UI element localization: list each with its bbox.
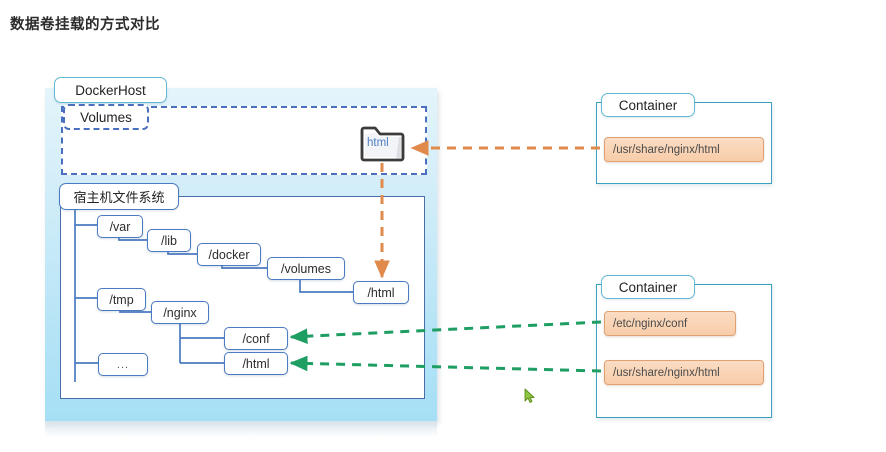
mouse-pointer-icon <box>524 388 536 404</box>
tree-node-docker[interactable]: /docker <box>197 243 261 266</box>
container-1-label: Container <box>601 93 695 117</box>
tree-node-tmp[interactable]: /tmp <box>97 288 146 311</box>
page-title: 数据卷挂载的方式对比 <box>10 17 160 33</box>
dockerhost-panel-shadow <box>45 421 437 437</box>
container-1-path-usr-share-nginx-html[interactable]: /usr/share/nginx/html <box>604 137 764 162</box>
container-2-path-usr-share-nginx-html[interactable]: /usr/share/nginx/html <box>604 360 764 385</box>
container-2-label: Container <box>601 275 695 299</box>
tree-node-conf[interactable]: /conf <box>224 327 288 350</box>
folder-icon: html <box>360 124 406 162</box>
tree-node-volumes[interactable]: /volumes <box>267 257 345 280</box>
tree-node-html-bind[interactable]: /html <box>224 352 288 375</box>
volumes-label: Volumes <box>63 104 149 130</box>
dockerhost-label: DockerHost <box>54 77 167 103</box>
tree-node-ellipsis[interactable]: ... <box>98 353 148 376</box>
tree-node-nginx[interactable]: /nginx <box>151 301 209 324</box>
container-2-path-etc-nginx-conf[interactable]: /etc/nginx/conf <box>604 311 736 336</box>
folder-label: html <box>367 137 389 149</box>
container-2-box <box>596 284 772 418</box>
host-filesystem-label: 宿主机文件系统 <box>59 183 179 210</box>
tree-node-html-volume[interactable]: /html <box>353 281 409 304</box>
tree-node-var[interactable]: /var <box>97 215 143 238</box>
tree-node-lib[interactable]: /lib <box>147 229 191 252</box>
